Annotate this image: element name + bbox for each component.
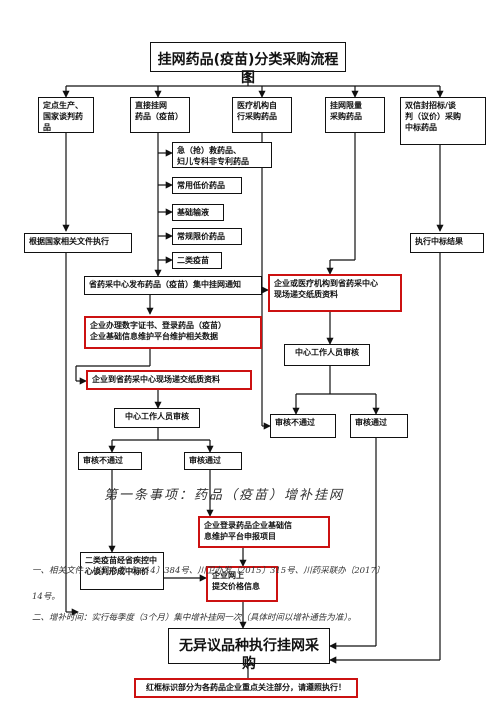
price-submit: 企业网上 提交价格信息 <box>206 566 278 602</box>
type-infusion: 基础输液 <box>172 204 224 221</box>
footer-note: 红框标识部分为各药品企业重点关注部分，请遵照执行！ <box>134 678 358 698</box>
step-submit-paper: 企业到省药采中心现场递交纸质资料 <box>86 370 252 390</box>
left-pass: 审核通过 <box>184 452 242 470</box>
category-bid: 双信封招标/谈 判（议价）采购 中标药品 <box>400 97 486 145</box>
type-emergency: 急（抢）救药品、 妇儿专科非专利药品 <box>172 142 272 168</box>
overlay-line-1: 一、相关文件：川卫办发〔2014〕384号、川卫办发〔2015〕315号、川药采… <box>32 566 385 576</box>
right-pass: 审核通过 <box>350 414 408 438</box>
overlay-heading: 第一条事项：药品（疫苗）增补挂网 <box>104 488 345 503</box>
listing-notice: 省药采中心发布药品（疫苗）集中挂网通知 <box>84 276 262 295</box>
overlay-line-1b: 14号。 <box>32 592 60 602</box>
category-direct: 直接挂网 药品（疫苗） <box>130 97 190 133</box>
step-review-left: 中心工作人员审核 <box>114 408 200 428</box>
type-low-price: 常用低价药品 <box>172 177 242 194</box>
step-certificate: 企业办理数字证书、登录药品（疫苗） 企业基础信息维护平台维护相关数据 <box>84 316 262 349</box>
enterprise-login: 企业登录药品企业基础信 息维护平台申报项目 <box>198 516 330 548</box>
overlay-line-2: 二、增补时间：实行每季度（3个月）集中增补挂网一次（具体时间以增补通告为准）。 <box>32 613 357 623</box>
step-right-submit: 企业或医疗机构到省药采中心 现场递交纸质资料 <box>268 274 402 312</box>
diagram-title: 挂网药品(疫苗)分类采购流程图 <box>150 42 346 86</box>
category-limited: 挂网限量 采购药品 <box>325 97 385 133</box>
type-limited-price: 常规限价药品 <box>172 228 242 245</box>
type-vaccine: 二类疫苗 <box>172 252 222 269</box>
national-rule: 根据国家相关文件执行 <box>24 233 132 253</box>
right-fail: 审核不通过 <box>270 414 336 438</box>
left-fail: 审核不通过 <box>78 452 142 470</box>
final-step: 无异议品种执行挂网采购 <box>168 628 330 672</box>
bid-result: 执行中标结果 <box>410 233 484 253</box>
step-review-right: 中心工作人员审核 <box>284 344 370 366</box>
category-national: 定点生产、 国家谈判药品 <box>38 97 94 133</box>
vaccine-negotiation: 二类疫苗经省疾控中 心谈判形成中标价 <box>80 552 164 590</box>
category-self-purchase: 医疗机构自 行采购药品 <box>232 97 292 133</box>
